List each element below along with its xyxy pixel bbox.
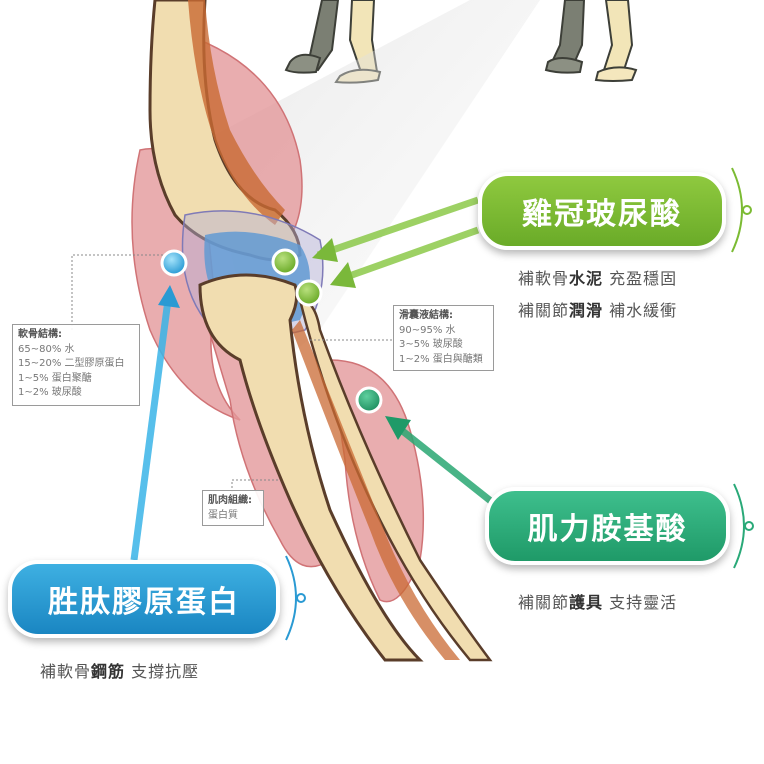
desc-bold-text: 護具: [569, 593, 604, 612]
glucosamine-desc: 補關節護具 支持靈活: [518, 589, 677, 613]
desc-bold-text: 潤滑: [569, 301, 604, 320]
green-arrows: [312, 196, 480, 288]
synovial-info-line: 3~5% 玻尿酸: [399, 339, 463, 350]
cartilage-info-line: 65~80% 水: [18, 343, 75, 355]
hyaluronic-acid-label: 雞冠玻尿酸: [478, 172, 726, 250]
synovial-info-box: 滑囊液結構: 90~95% 水 3~5% 玻尿酸 1~2% 蛋白與醣類: [393, 305, 494, 371]
synovial-info-line: 90~95% 水: [399, 324, 456, 336]
collagen-label: 胜肽膠原蛋白: [8, 560, 280, 638]
blue-dot-icon: [160, 249, 188, 277]
quadriceps-tendon: [188, 0, 285, 225]
leader-lines: [71, 254, 393, 500]
desc-text: 補軟骨: [518, 269, 570, 288]
bracket-arc-icon: [731, 167, 752, 253]
desc-text: 補關節: [518, 301, 570, 320]
muscle-info-line: 蛋白質: [208, 509, 238, 521]
teal-arrow: [385, 416, 495, 505]
desc-text: 補軟骨: [40, 662, 92, 681]
synovial-info-title: 滑囊液結構:: [399, 310, 453, 321]
synovial-info-line: 1~2% 蛋白與醣類: [399, 353, 483, 365]
cartilage-info-box: 軟骨結構: 65~80% 水 15~20% 二型膠原蛋白 1~5% 蛋白聚醣 1…: [12, 324, 140, 406]
glucosamine-label: 肌力胺基酸: [485, 487, 730, 565]
muscle-info-box: 肌肉組織: 蛋白質: [202, 490, 264, 526]
desc-bold-text: 鋼筋: [91, 662, 126, 681]
blue-arrow: [130, 285, 180, 561]
green-dot-icon: [295, 279, 323, 307]
desc-text: 補關節: [518, 593, 570, 612]
muscle-info-title: 肌肉組織:: [208, 495, 252, 506]
desc-text: 支持靈活: [603, 593, 678, 612]
cartilage-info-line: 15~20% 二型膠原蛋白: [18, 358, 125, 369]
hyaluronic-desc-1: 補軟骨水泥 充盈穩固: [518, 265, 677, 289]
desc-text: 充盈穩固: [603, 269, 678, 288]
collagen-desc: 補軟骨鋼筋 支撐抗壓: [40, 658, 199, 682]
desc-text: 支撐抗壓: [125, 662, 200, 681]
hyaluronic-desc-2: 補關節潤滑 補水緩衝: [518, 297, 677, 321]
bracket-arc-icon: [733, 483, 754, 569]
teal-dot-icon: [355, 386, 383, 414]
cartilage-info-line: 1~2% 玻尿酸: [18, 387, 82, 398]
cartilage-info-line: 1~5% 蛋白聚醣: [18, 372, 92, 384]
desc-text: 補水緩衝: [603, 301, 678, 320]
desc-bold-text: 水泥: [569, 269, 604, 288]
shin-tendon: [292, 320, 460, 660]
skeleton-legs-figure: [284, 0, 638, 84]
green-dot-icon: [271, 248, 299, 276]
bracket-arc-icon: [285, 555, 306, 641]
cartilage-info-title: 軟骨結構:: [18, 329, 62, 340]
